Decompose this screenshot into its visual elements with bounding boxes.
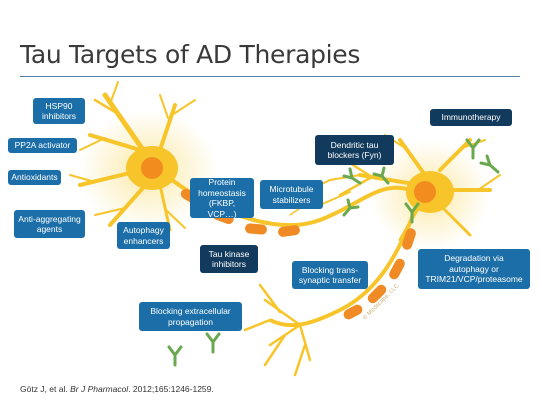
citation-journal: Br J Pharmacol (70, 384, 129, 394)
axon-lower (269, 209, 417, 328)
left-neuron-nucleus (141, 157, 163, 179)
label-tau-kinase-inhibitors: Tau kinase inhibitors (200, 245, 258, 273)
citation-details: . 2012;165:1246-1259. (128, 384, 214, 394)
label-immunotherapy: Immunotherapy (430, 109, 512, 126)
label-anti-aggregating-agents: Anti-aggregating agents (14, 210, 85, 238)
title-divider (20, 76, 520, 77)
citation: Götz J, et al. Br J Pharmacol. 2012;165:… (20, 384, 214, 394)
label-antioxidants: Antioxidants (8, 170, 61, 185)
axon-myelin-lower (343, 228, 416, 320)
label-degradation: Degradation via autophagy or TRIM21/VCP/… (418, 249, 530, 289)
label-protein-homeostasis: Protein homeostasis (FKBP, VCP…) (190, 177, 254, 219)
label-blocking-trans-synaptic-transfer: Blocking trans- synaptic transfer (292, 261, 368, 289)
antibodies (167, 138, 500, 367)
citation-authors: Götz J, et al. (20, 384, 68, 394)
axon-terminal (243, 283, 312, 377)
label-microtubule-stabilizers: Microtubule stabilizers (260, 180, 323, 209)
label-hsp90-inhibitors: HSP90 inhibitors (33, 98, 85, 124)
label-dendritic-tau-blockers: Dendritic tau blockers (Fyn) (315, 135, 394, 165)
slide-title: Tau Targets of AD Therapies (20, 40, 361, 69)
label-autophagy-enhancers: Autophagy enhancers (117, 222, 170, 249)
label-pp2a-activator: PP2A activator (8, 138, 77, 153)
right-neuron-nucleus (414, 181, 436, 203)
label-blocking-extracellular-propagation: Blocking extracellular propagation (139, 302, 242, 331)
